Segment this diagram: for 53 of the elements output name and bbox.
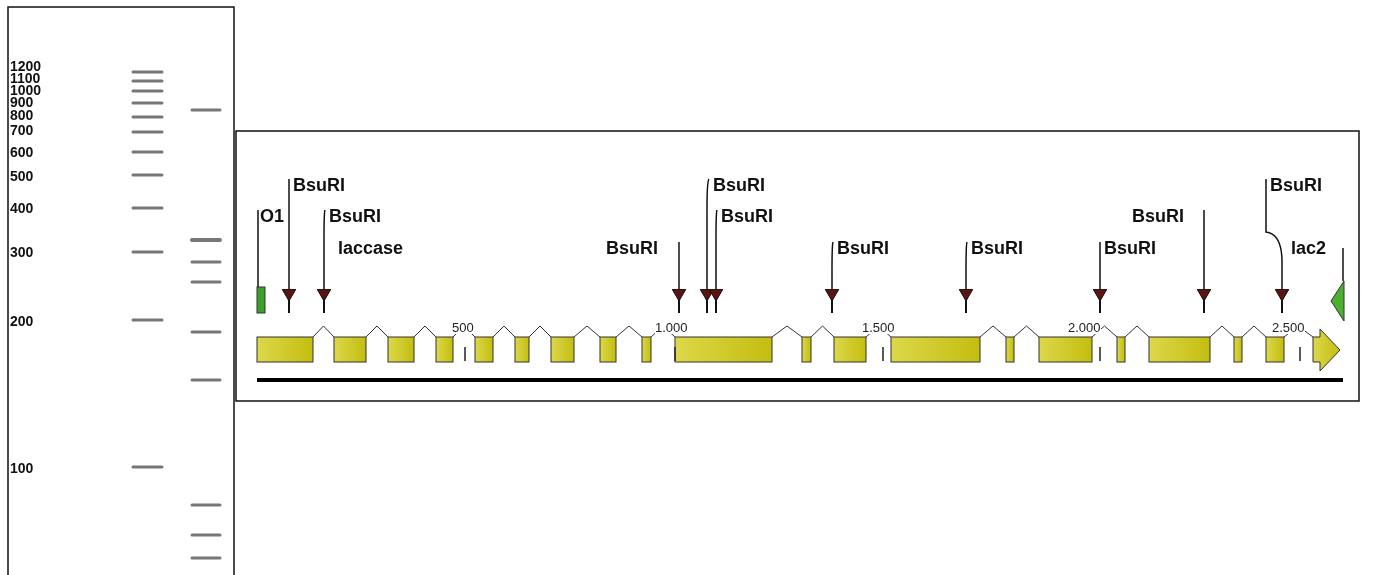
feature-block — [256, 286, 266, 314]
leader-line — [1342, 247, 1344, 282]
feature-label: BsuRI — [1132, 206, 1184, 226]
feature-label: BsuRI — [1270, 175, 1322, 195]
feature-label: BsuRI — [721, 206, 773, 226]
feature-label: BsuRI — [971, 238, 1023, 258]
cut-site-arrow — [958, 241, 974, 302]
size-label: 600 — [10, 146, 34, 158]
cut-site-tick — [1281, 299, 1283, 314]
size-label: 100 — [10, 462, 34, 474]
cut-site-tick — [288, 299, 290, 314]
gene-label: laccase — [338, 238, 404, 258]
feature-label: lac2 — [1291, 238, 1327, 258]
feature-label: BsuRI — [606, 238, 658, 258]
feature-label: BsuRI — [837, 238, 889, 258]
feature-label: BsuRI — [713, 175, 765, 195]
feature-label: BsuRI — [293, 175, 345, 195]
cut-site-arrow — [824, 241, 840, 302]
size-label: 200 — [10, 315, 34, 327]
cut-site-tick — [831, 299, 833, 314]
size-label: 1200 — [10, 60, 42, 72]
size-label: 700 — [10, 124, 34, 136]
leader-line — [257, 209, 259, 288]
size-label: 1100 — [10, 72, 41, 84]
size-label: 800 — [10, 109, 34, 121]
size-label: 500 — [10, 170, 34, 182]
scale-label: 2.500 — [1272, 321, 1305, 334]
cut-site-tick — [715, 299, 717, 314]
cut-site-arrow — [281, 178, 297, 302]
cut-site-arrow — [1265, 178, 1290, 302]
size-label: 1000 — [10, 84, 42, 96]
cut-site-tick — [323, 299, 325, 314]
scale-label: 500 — [452, 321, 474, 334]
feature-label: BsuRI — [329, 206, 381, 226]
cut-site-arrow — [708, 209, 724, 302]
cut-site-arrow — [316, 209, 332, 302]
feature-triangle — [1330, 280, 1345, 322]
cut-site-tick — [678, 299, 680, 314]
scale-label: 2.000 — [1068, 321, 1101, 334]
size-label: 300 — [10, 246, 34, 258]
cut-site-tick — [1099, 299, 1101, 314]
cut-site-arrow — [671, 241, 687, 302]
feature-label: BsuRI — [1104, 238, 1156, 258]
cut-site-tick — [706, 299, 708, 314]
cut-site-tick — [1203, 299, 1205, 314]
cut-site-tick — [965, 299, 967, 314]
cut-site-arrow — [1092, 241, 1108, 302]
feature-label: O1 — [260, 206, 284, 226]
size-label: 400 — [10, 202, 34, 214]
scale-label: 1.000 — [655, 321, 688, 334]
scale-label: 1.500 — [862, 321, 895, 334]
size-label: 900 — [10, 96, 34, 108]
cut-site-arrow — [1196, 209, 1212, 302]
